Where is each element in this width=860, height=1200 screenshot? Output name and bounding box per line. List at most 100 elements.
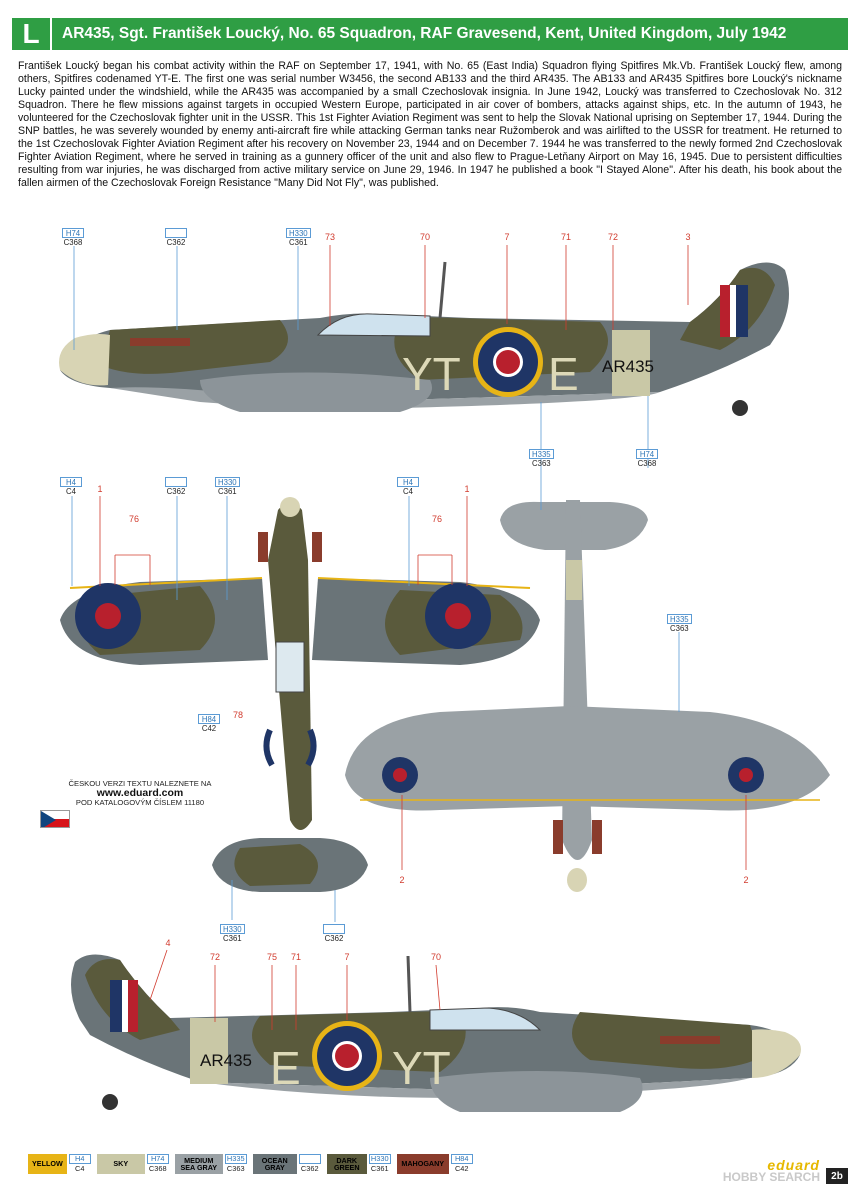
plan-exhaust-right <box>312 532 322 562</box>
plan-tail-camo <box>234 844 318 886</box>
tag-code-top: H84 <box>198 714 220 724</box>
top-plan-view <box>60 497 540 892</box>
tag-code-bottom: C363 <box>670 624 689 633</box>
plan-roundel-right <box>425 583 491 649</box>
lower-profile-serial: AR435 <box>200 1051 252 1070</box>
biography-text: František Loucký began his combat activi… <box>18 60 842 189</box>
tag-code-bottom: C368 <box>637 459 657 468</box>
callout-lower-4: 4 <box>165 938 171 948</box>
tag-ocean-gray-top-profile: C362 <box>165 228 187 247</box>
legend-code-top: H4 <box>68 1154 91 1164</box>
legend-code-top: H335 <box>224 1154 247 1164</box>
upper-profile-tail-wheel <box>732 400 748 416</box>
tag-code-bottom: C4 <box>403 487 413 496</box>
callout-7: 7 <box>504 232 510 242</box>
callout-lower-75: 75 <box>266 952 277 962</box>
tag-code-top <box>165 477 187 487</box>
tag-code-top: H74 <box>62 228 84 238</box>
hobby-search-watermark: HOBBY SEARCH <box>722 1170 820 1184</box>
tag-yellow-plan-left: H4 C4 <box>60 477 82 496</box>
plan-fuselage-roundel-left <box>263 728 275 767</box>
bottom-wing <box>345 706 830 811</box>
callout-plan-right-76: 76 <box>431 514 442 524</box>
czech-note-line2: POD KATALOGOVÝM ČÍSLEM 11180 <box>75 798 205 807</box>
upper-profile-fin-flash-white <box>730 285 736 337</box>
czech-note-url[interactable]: www.eduard.com <box>96 786 184 799</box>
legend-swatch-name: DARK GREEN <box>326 1154 367 1174</box>
callout-73: 73 <box>324 232 335 242</box>
upper-profile-code-right: E <box>548 348 579 400</box>
czech-version-note: ČESKOU VERZI TEXTU NALEZNETE NA www.edua… <box>40 779 240 808</box>
header-bar: L AR435, Sgt. František Loucký, No. 65 S… <box>12 18 848 50</box>
legend-ocean-gray: OCEAN GRAY C362 <box>252 1154 323 1174</box>
profile-letter-badge: L <box>12 18 52 50</box>
lower-profile-antenna <box>406 955 412 1013</box>
legend-code-bottom: C361 <box>370 1164 389 1173</box>
callout-70: 70 <box>419 232 430 242</box>
plan-canopy <box>275 641 305 693</box>
tag-code-top <box>165 228 187 238</box>
lower-profile-wing <box>430 1071 643 1112</box>
bottom-sky-band <box>566 560 582 600</box>
upper-profile-wing <box>200 372 432 412</box>
tag-code-top: H330 <box>215 477 240 487</box>
callout-lower-72: 72 <box>209 952 220 962</box>
callout-plan-left-76: 76 <box>128 514 139 524</box>
upper-profile-roundel <box>473 327 543 397</box>
legend-code-bottom: C4 <box>75 1164 85 1173</box>
plan-exhaust-left <box>258 532 268 562</box>
legend-code-bottom: C42 <box>454 1164 469 1173</box>
page-number: 2b <box>826 1168 848 1184</box>
legend-code-top: H330 <box>368 1154 391 1164</box>
tag-code-top: H335 <box>667 614 692 624</box>
legend-code-bottom: C363 <box>226 1164 245 1173</box>
tag-code-bottom: C361 <box>223 934 242 943</box>
legend-swatch-name: OCEAN GRAY <box>252 1154 297 1174</box>
legend-swatch-name: MEDIUM SEA GRAY <box>174 1154 223 1174</box>
legend-swatch-name: YELLOW <box>28 1154 67 1174</box>
page-title: AR435, Sgt. František Loucký, No. 65 Squ… <box>62 25 787 42</box>
tag-sea-gray-bottom-view: H335 C363 <box>667 614 692 633</box>
lower-profile-fin-flash-blue <box>110 980 122 1032</box>
callout-3: 3 <box>685 232 691 242</box>
tag-code-top <box>323 924 345 934</box>
upper-profile-antenna <box>438 261 447 319</box>
tag-ocean-gray-tailplane: C362 <box>323 924 345 943</box>
tag-code-bottom: C4 <box>66 487 76 496</box>
upper-profile-spinner <box>59 334 110 386</box>
lower-profile-underside <box>200 1078 750 1098</box>
callout-lower-70: 70 <box>430 952 441 962</box>
upper-profile-canopy <box>316 313 431 337</box>
bottom-roundel-left <box>382 757 418 793</box>
legend-code-bottom: C368 <box>148 1164 167 1173</box>
bottom-roundel-right <box>728 757 764 793</box>
lower-profile-fin-flash-red <box>128 980 138 1032</box>
tag-sea-gray-top-profile: H335 C363 <box>529 449 554 468</box>
bottom-plan-view <box>345 500 830 892</box>
upper-profile-sky-band <box>612 330 650 396</box>
brand-logo: eduard HOBBY SEARCH <box>722 1158 820 1184</box>
tag-code-bottom: C361 <box>218 487 237 496</box>
lower-profile-spinner <box>752 1029 801 1078</box>
upper-profile-fin-flash-blue <box>736 285 748 337</box>
callout-plan-left-1: 1 <box>97 484 103 494</box>
czech-flag-icon <box>40 810 70 828</box>
callout-plan-right-1: 1 <box>464 484 470 494</box>
bottom-spinner <box>567 868 587 892</box>
legend-code-bottom: C362 <box>300 1164 319 1173</box>
bottom-exhaust-left <box>553 820 563 854</box>
tag-code-top: H74 <box>636 449 658 459</box>
czech-note-line1: ČESKOU VERZI TEXTU NALEZNETE NA <box>68 779 212 788</box>
plan-leading-edge-right <box>317 577 531 589</box>
profile-letter: L <box>22 18 40 49</box>
legend-code-top: H74 <box>146 1154 169 1164</box>
upper-profile-exhaust <box>130 338 190 346</box>
